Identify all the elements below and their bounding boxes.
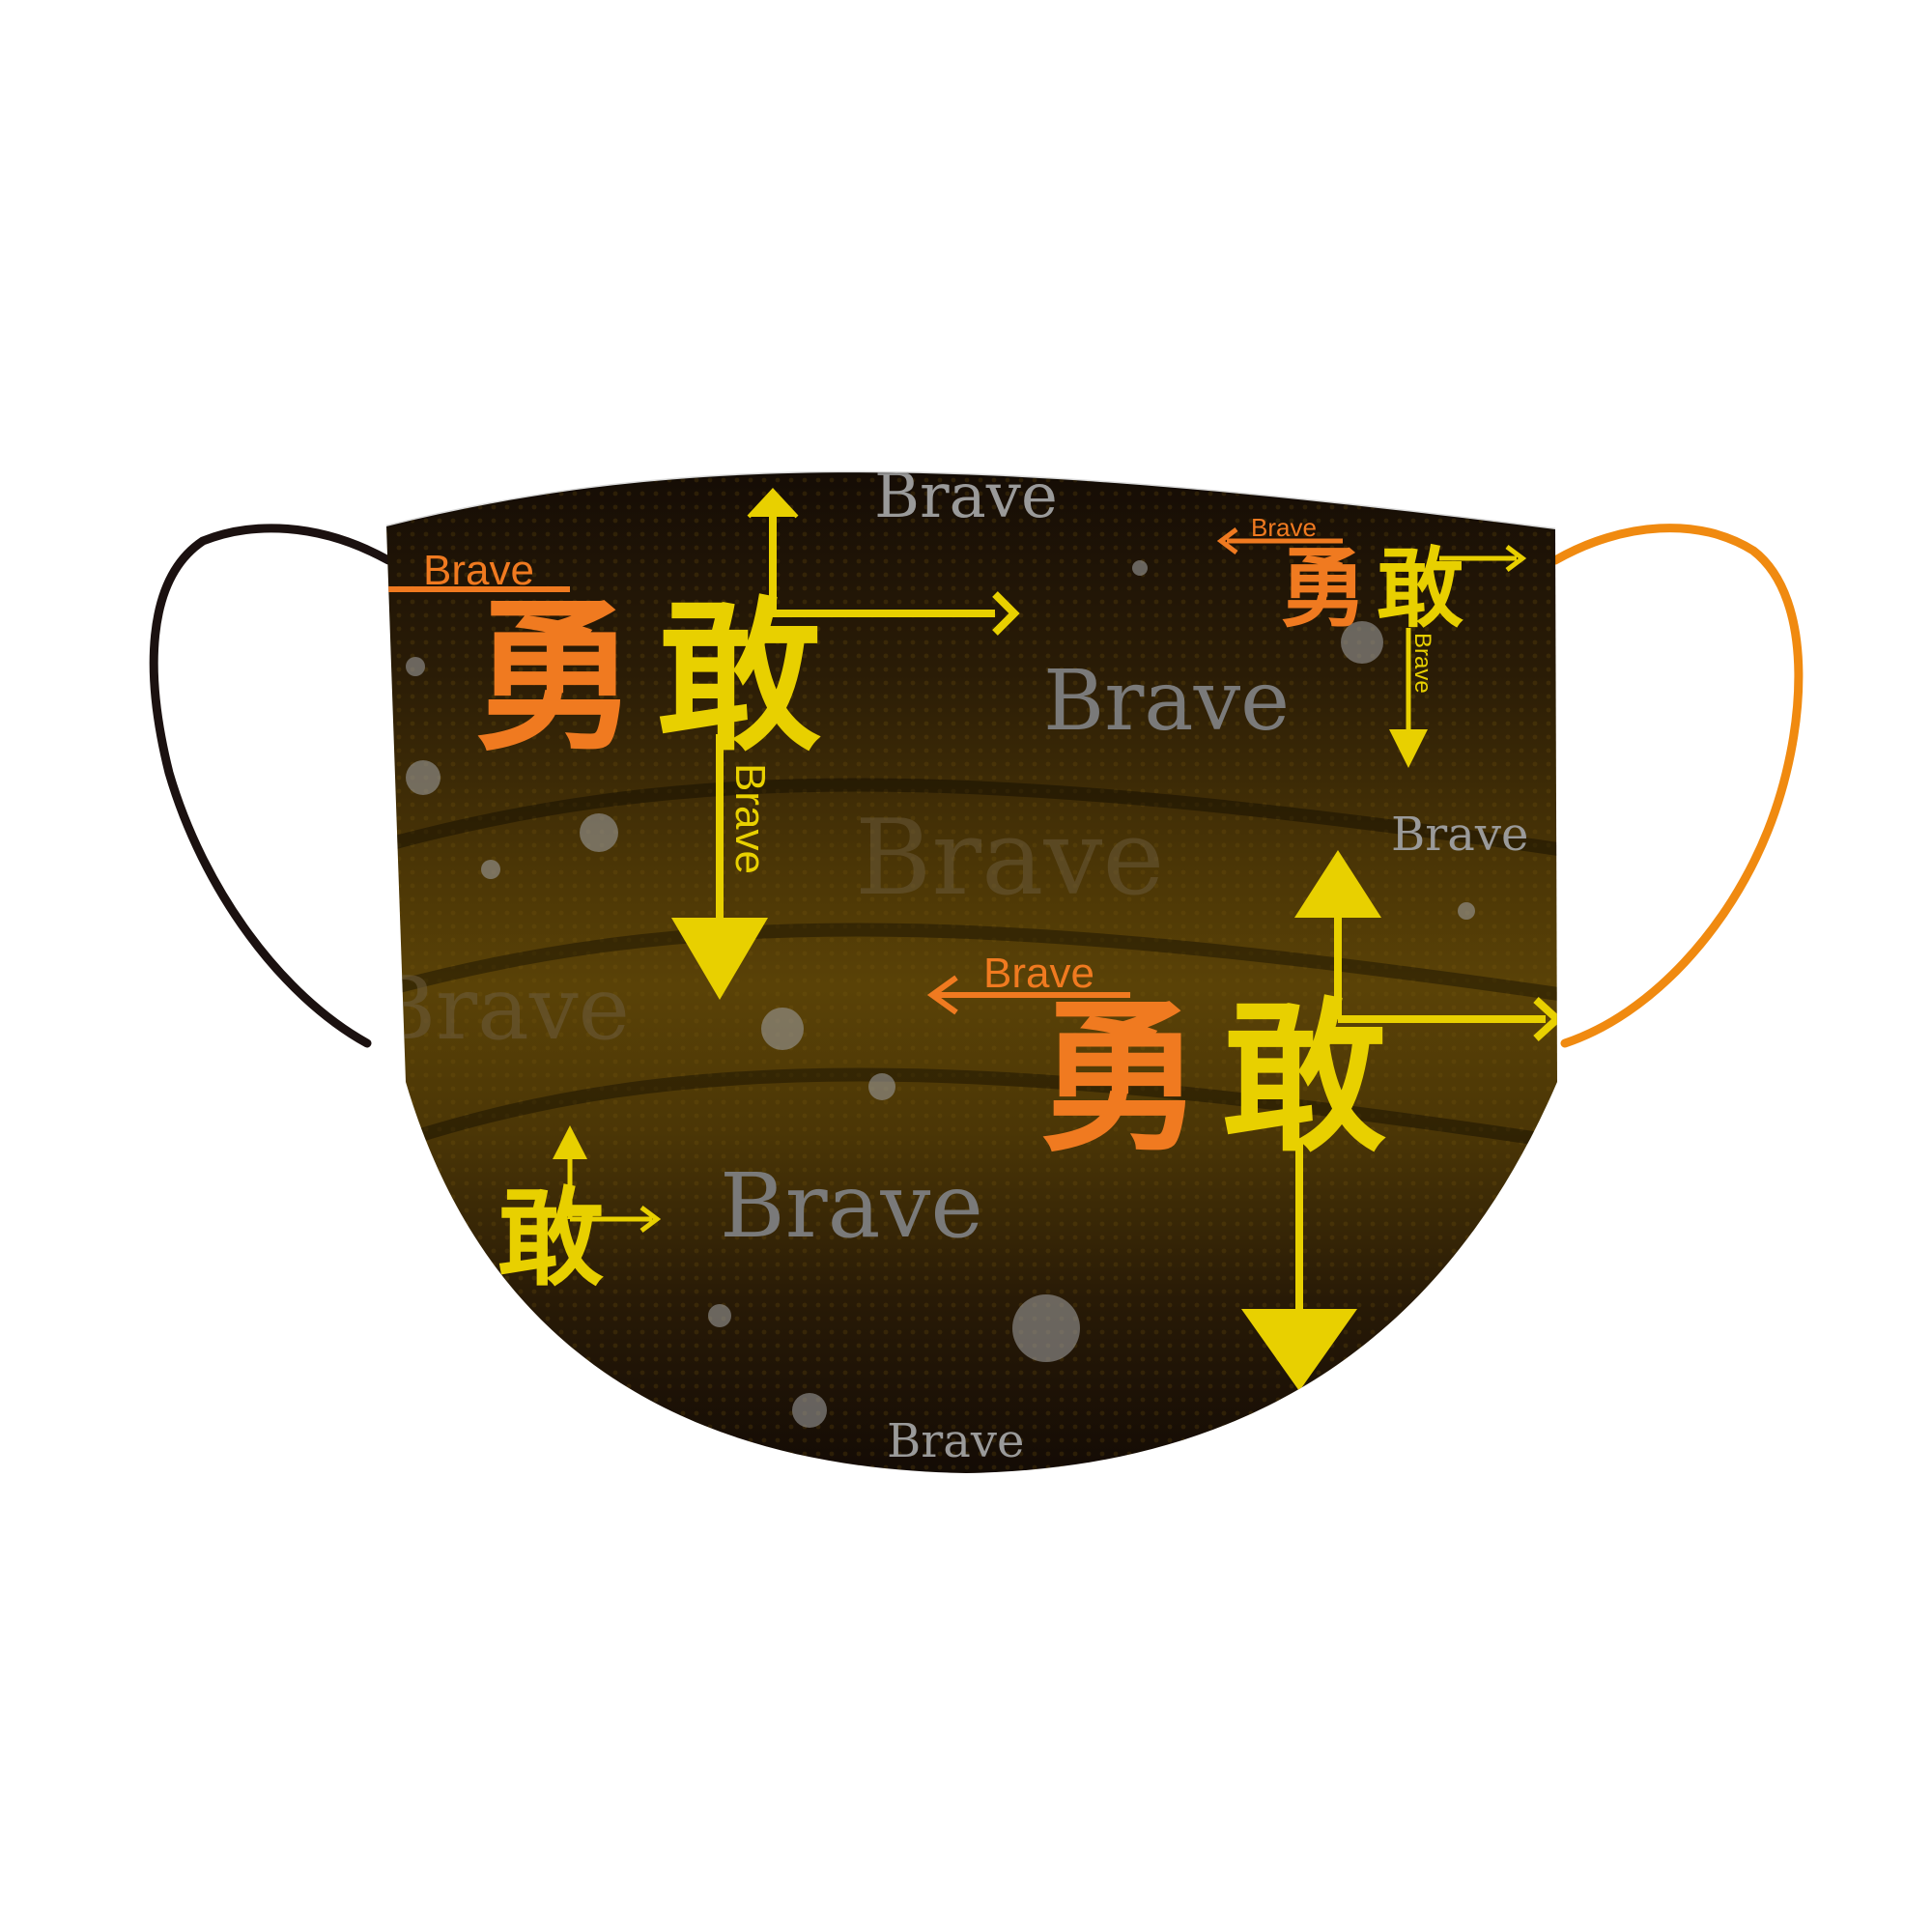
brave-gray-5: Brave (372, 958, 630, 1060)
pleat-2 (386, 923, 1557, 1002)
yong-character-2: 勇 (1280, 538, 1367, 639)
brave-gray-6: Brave (720, 1154, 983, 1258)
gan-character-4: 敢 (497, 1177, 604, 1300)
pleat-1 (386, 778, 1557, 857)
brave-gray-7: Brave (887, 1414, 1024, 1468)
brave-gray-3: Brave (855, 798, 1164, 919)
mask-body: Brave Brave Brave Brave Brave Brave Brav… (372, 461, 1557, 1473)
brave-gray-4: Brave (1391, 808, 1528, 862)
gan-character-3: 敢 (1222, 983, 1386, 1175)
pattern-group-top-right: Brave 勇 敢 Brave (1216, 513, 1527, 768)
right-ear-strap (1550, 524, 1804, 1048)
yong-character-3: 勇 (1038, 983, 1203, 1175)
mask-body-outline (385, 470, 1556, 531)
brave-orange-2: Brave (1251, 513, 1317, 542)
decorative-dots (406, 560, 1475, 1428)
brave-gray-2: Brave (1043, 653, 1290, 750)
pattern-group-top-left: Brave 勇 敢 Brave (386, 488, 1020, 1000)
yong-character-1: 勇 (473, 582, 638, 774)
brave-orange-3: Brave (983, 950, 1094, 997)
pattern-group-center-right: Brave 勇 敢 (926, 850, 1557, 1391)
pleat-3 (403, 1067, 1548, 1147)
left-ear-strap (149, 524, 393, 1048)
brave-vertical-2: Brave (1409, 633, 1435, 694)
brave-vertical-1: Brave (726, 763, 774, 874)
brave-orange-1: Brave (423, 547, 534, 594)
brave-gray-1: Brave (874, 461, 1058, 532)
gan-character-2: 敢 (1377, 538, 1463, 639)
pattern-group-bottom-left: 敢 (497, 1125, 662, 1300)
